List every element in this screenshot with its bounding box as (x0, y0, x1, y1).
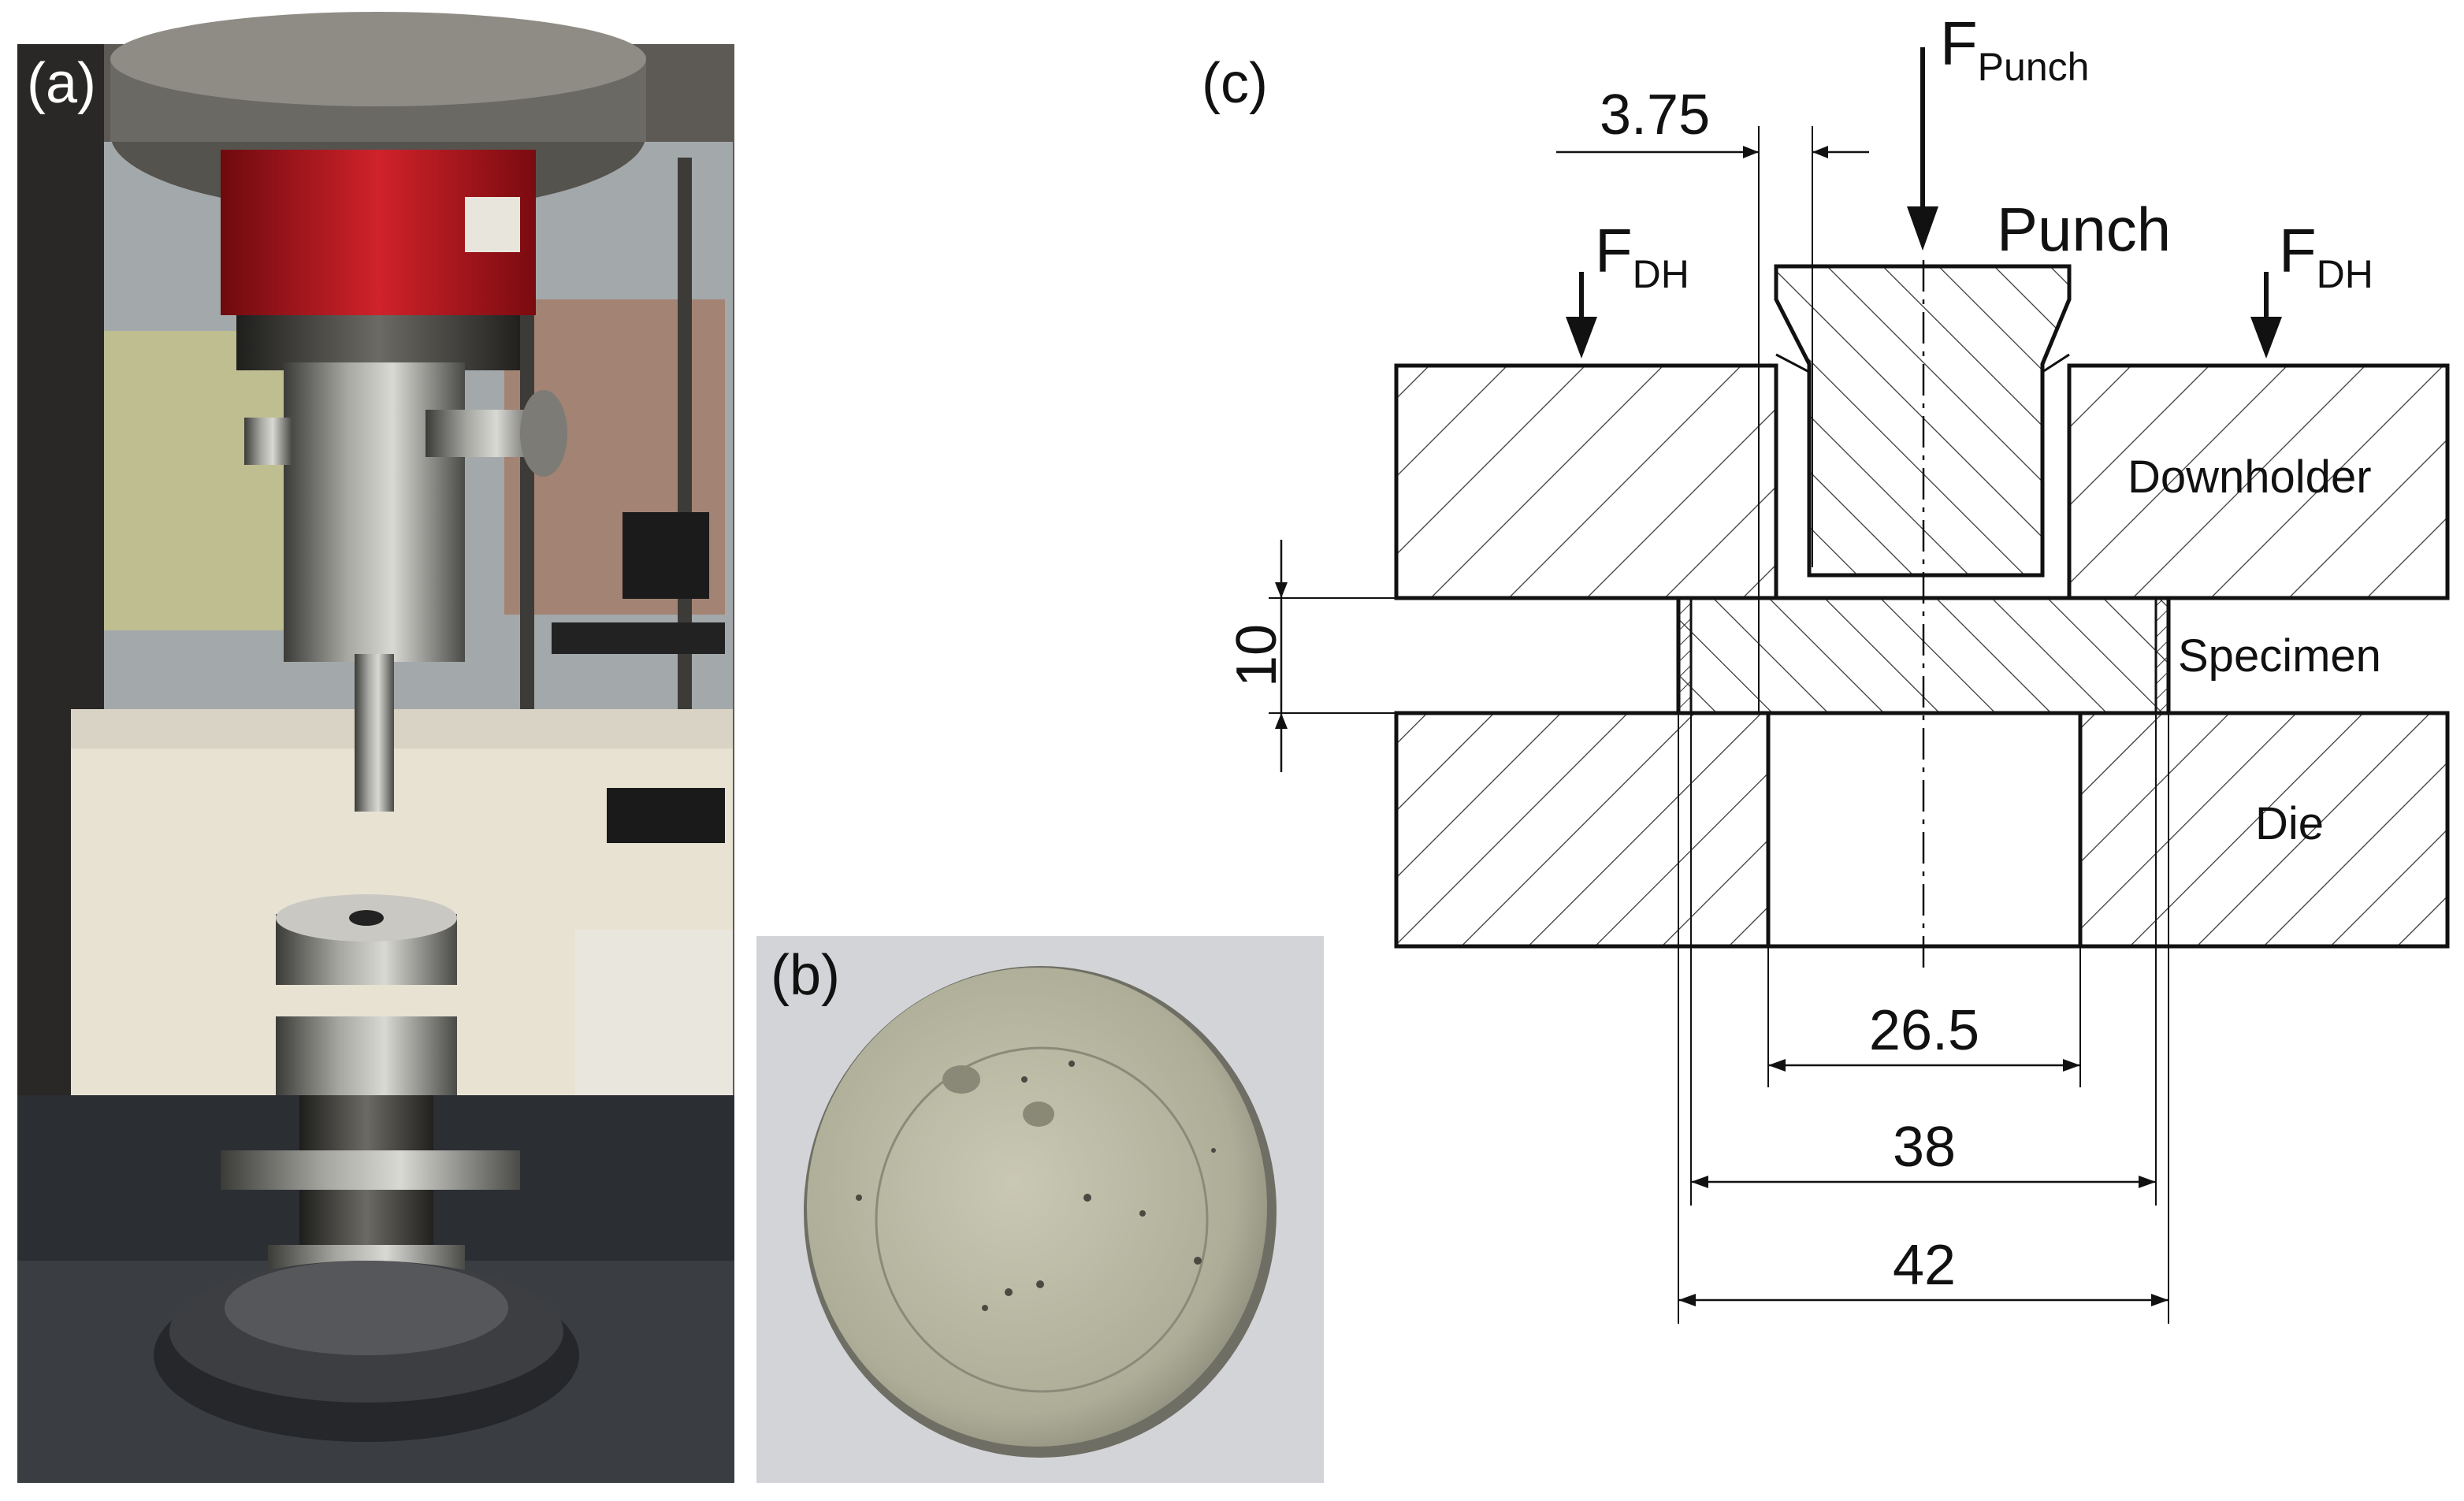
panel-label-a: (a) (27, 52, 96, 115)
panel-label-b: (b) (771, 944, 840, 1007)
force-subscript-downholder-right: DH (2317, 252, 2373, 296)
downholder-left-body (1394, 363, 1778, 600)
force-arrow-downholder-right (2250, 272, 2282, 359)
part-label-punch: Punch (1997, 195, 2171, 264)
dimension-clearance: 3.75 (1600, 84, 1710, 147)
panel-label-c: (c) (1202, 52, 1268, 115)
force-label-downholder-right: FDH (2279, 216, 2373, 296)
part-label-die: Die (2255, 798, 2324, 849)
part-label-downholder: Downholder (2128, 451, 2372, 503)
force-symbol-downholder-right: F (2279, 216, 2317, 285)
technical-drawing (1269, 47, 2450, 1324)
force-arrow-downholder-left (1566, 272, 1597, 359)
force-subscript-punch: Punch (1978, 45, 2090, 89)
force-symbol-downholder-left: F (1595, 216, 1633, 285)
force-subscript-downholder-left: DH (1633, 252, 1689, 296)
dimension-outer-diameter: 42 (1893, 1234, 1956, 1297)
dimension-die-opening: 26.5 (1869, 999, 1979, 1062)
dimension-inner-diameter: 38 (1893, 1116, 1956, 1179)
dimension-thickness: 10 (1225, 624, 1288, 687)
force-arrow-punch (1907, 47, 1938, 251)
photo-test-machine (17, 12, 734, 1483)
part-label-specimen: Specimen (2178, 630, 2381, 682)
die-right-body (2078, 711, 2450, 949)
die-left-body (1394, 711, 1771, 949)
force-label-downholder-left: FDH (1595, 216, 1689, 296)
force-symbol-punch: F (1940, 9, 1978, 78)
photo-specimen (756, 936, 1324, 1483)
downholder-right-body (2067, 363, 2450, 600)
force-label-punch: FPunch (1940, 9, 2089, 89)
